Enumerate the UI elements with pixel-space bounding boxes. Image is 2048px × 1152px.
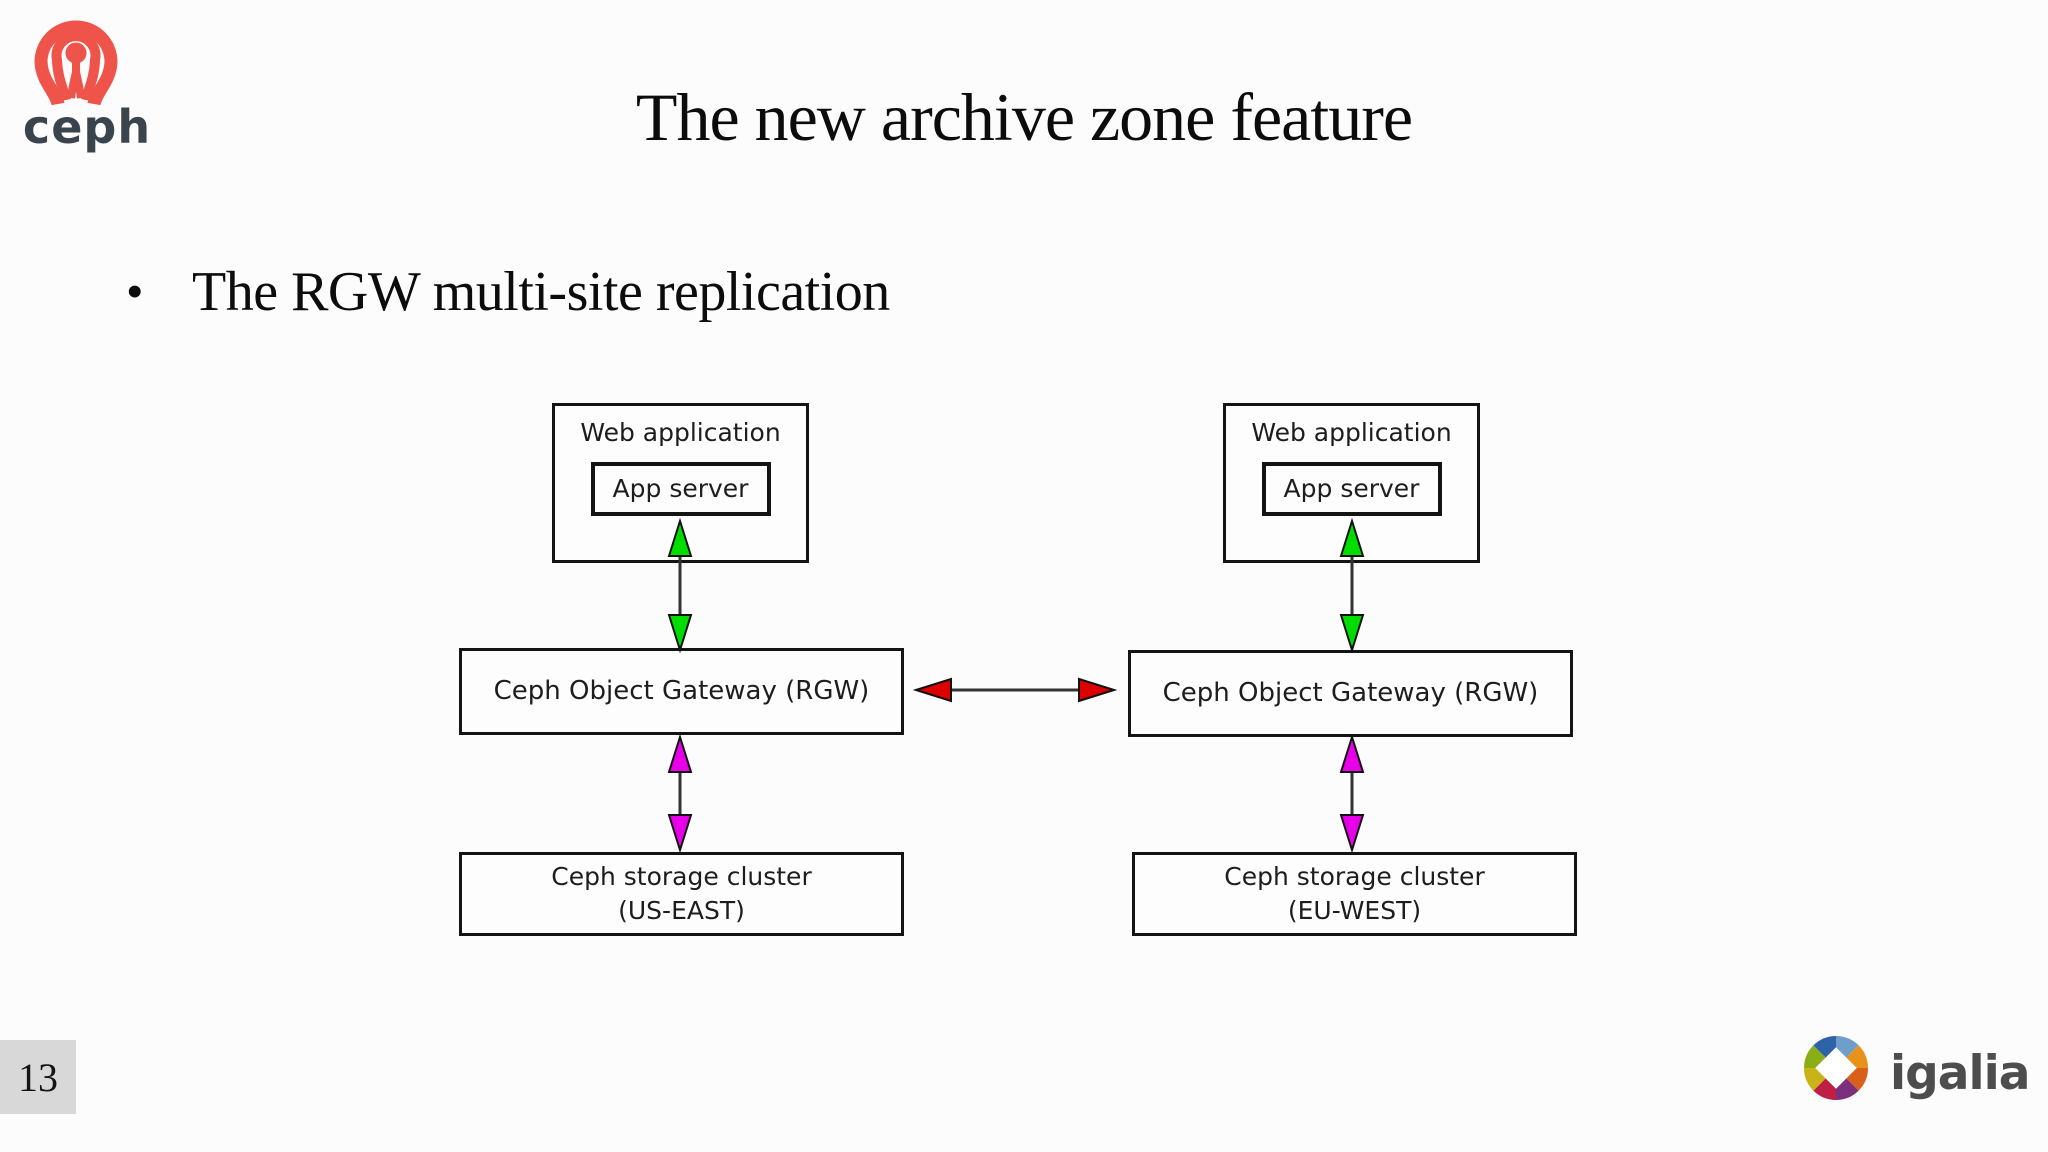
bullet-text: The RGW multi-site replication (192, 261, 890, 323)
ceph-tail (67, 60, 85, 99)
ceph-outer-ring (34, 20, 118, 106)
app-server-box-left: App server (590, 462, 771, 516)
ceph-middle-ring (51, 31, 101, 102)
ceph-storage-cluster-box-right: Ceph storage cluster (EU-WEST) (1132, 852, 1577, 936)
bullet-glyph: • (126, 263, 144, 319)
page-number-value: 13 (18, 1054, 58, 1100)
storage-label-line2: (EU-WEST) (1287, 896, 1422, 925)
igalia-logo: igalia (1796, 1026, 2048, 1116)
page-title: The new archive zone feature (635, 79, 1413, 155)
web-application-label: Web application (580, 418, 781, 447)
page-number: 13 (0, 1040, 76, 1114)
app-server-box-right: App server (1261, 462, 1442, 516)
ceph-object-gateway-box-left: Ceph Object Gateway (RGW) (459, 648, 904, 735)
storage-label-line2: (US-EAST) (618, 896, 745, 925)
ceph-wordmark: ceph (22, 100, 152, 154)
web-application-box-left: Web application App server (552, 403, 809, 563)
ceph-storage-cluster-box-left: Ceph storage cluster (US-EAST) (459, 852, 904, 936)
ceph-logo-icon (34, 20, 118, 106)
ceph-logo: ceph (22, 4, 152, 154)
multisite-replication-arrow (912, 677, 1118, 703)
igalia-ball-icon (1804, 1036, 1868, 1100)
gateway-storage-arrow-left (667, 733, 693, 854)
storage-label-line1: Ceph storage cluster (1224, 862, 1485, 891)
storage-label-line1: Ceph storage cluster (551, 862, 812, 891)
ceph-object-gateway-box-right: Ceph Object Gateway (RGW) (1128, 650, 1573, 737)
ceph-center-dot (65, 42, 87, 64)
web-application-label: Web application (1251, 418, 1452, 447)
gateway-storage-arrow-right (1339, 733, 1365, 854)
igalia-wordmark: igalia (1890, 1046, 2030, 1101)
web-application-box-right: Web application App server (1223, 403, 1480, 563)
